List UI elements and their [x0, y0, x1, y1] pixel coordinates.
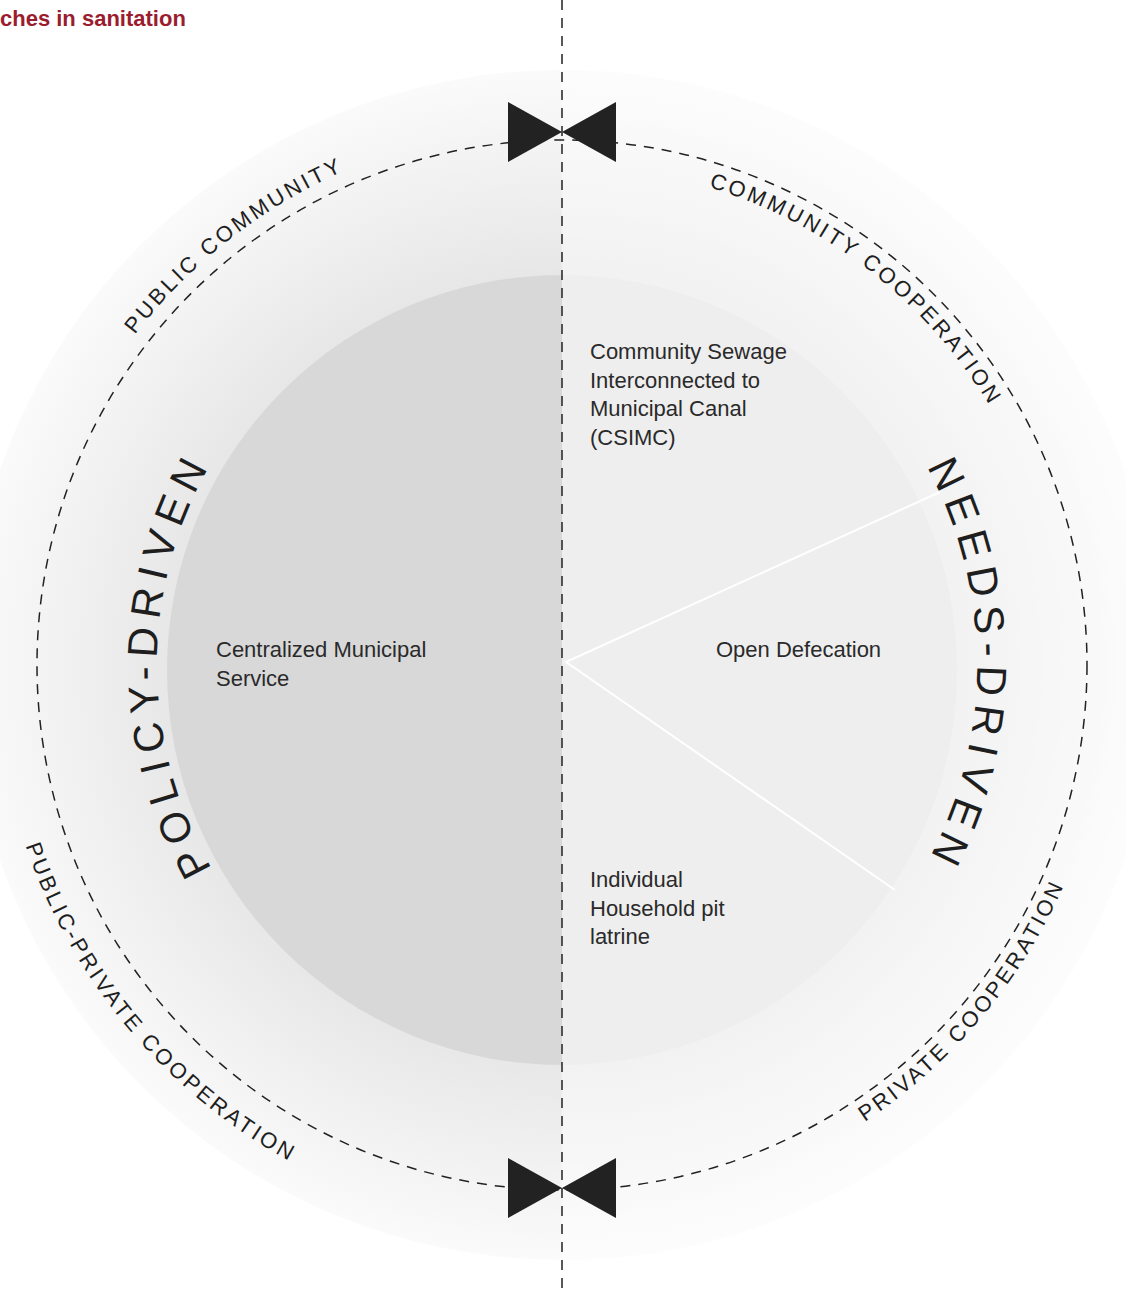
- axis-label: POLICY-DRIVEN: [119, 443, 220, 886]
- quadrant-label: PUBLIC-PRIVATE COOPERATION: [21, 839, 301, 1167]
- sector-label: Centralized Municipal Service: [216, 636, 486, 693]
- page-title: ches in sanitation: [0, 6, 186, 32]
- inner-disk-left: [167, 275, 562, 1065]
- bowtie-symbol: [508, 102, 616, 162]
- sector-label: Community Sewage Interconnected to Munic…: [590, 338, 790, 452]
- inner-disk-right: [562, 275, 957, 1065]
- sector-label: Open Defecation: [716, 636, 886, 665]
- outer-disk-right: [562, 70, 1126, 1260]
- dashed-axis: [561, 0, 563, 1296]
- axis-label: NEEDS-DRIVEN: [919, 450, 1016, 880]
- bowtie-symbol: [508, 1158, 616, 1218]
- sector-label: Individual Household pit latrine: [590, 866, 760, 952]
- outer-disk: [0, 70, 1126, 1260]
- quadrant-label: PRIVATE COOPERATION: [853, 875, 1069, 1126]
- sector-divider: [566, 492, 940, 890]
- quadrant-label: PUBLIC COMMUNITY: [119, 152, 347, 338]
